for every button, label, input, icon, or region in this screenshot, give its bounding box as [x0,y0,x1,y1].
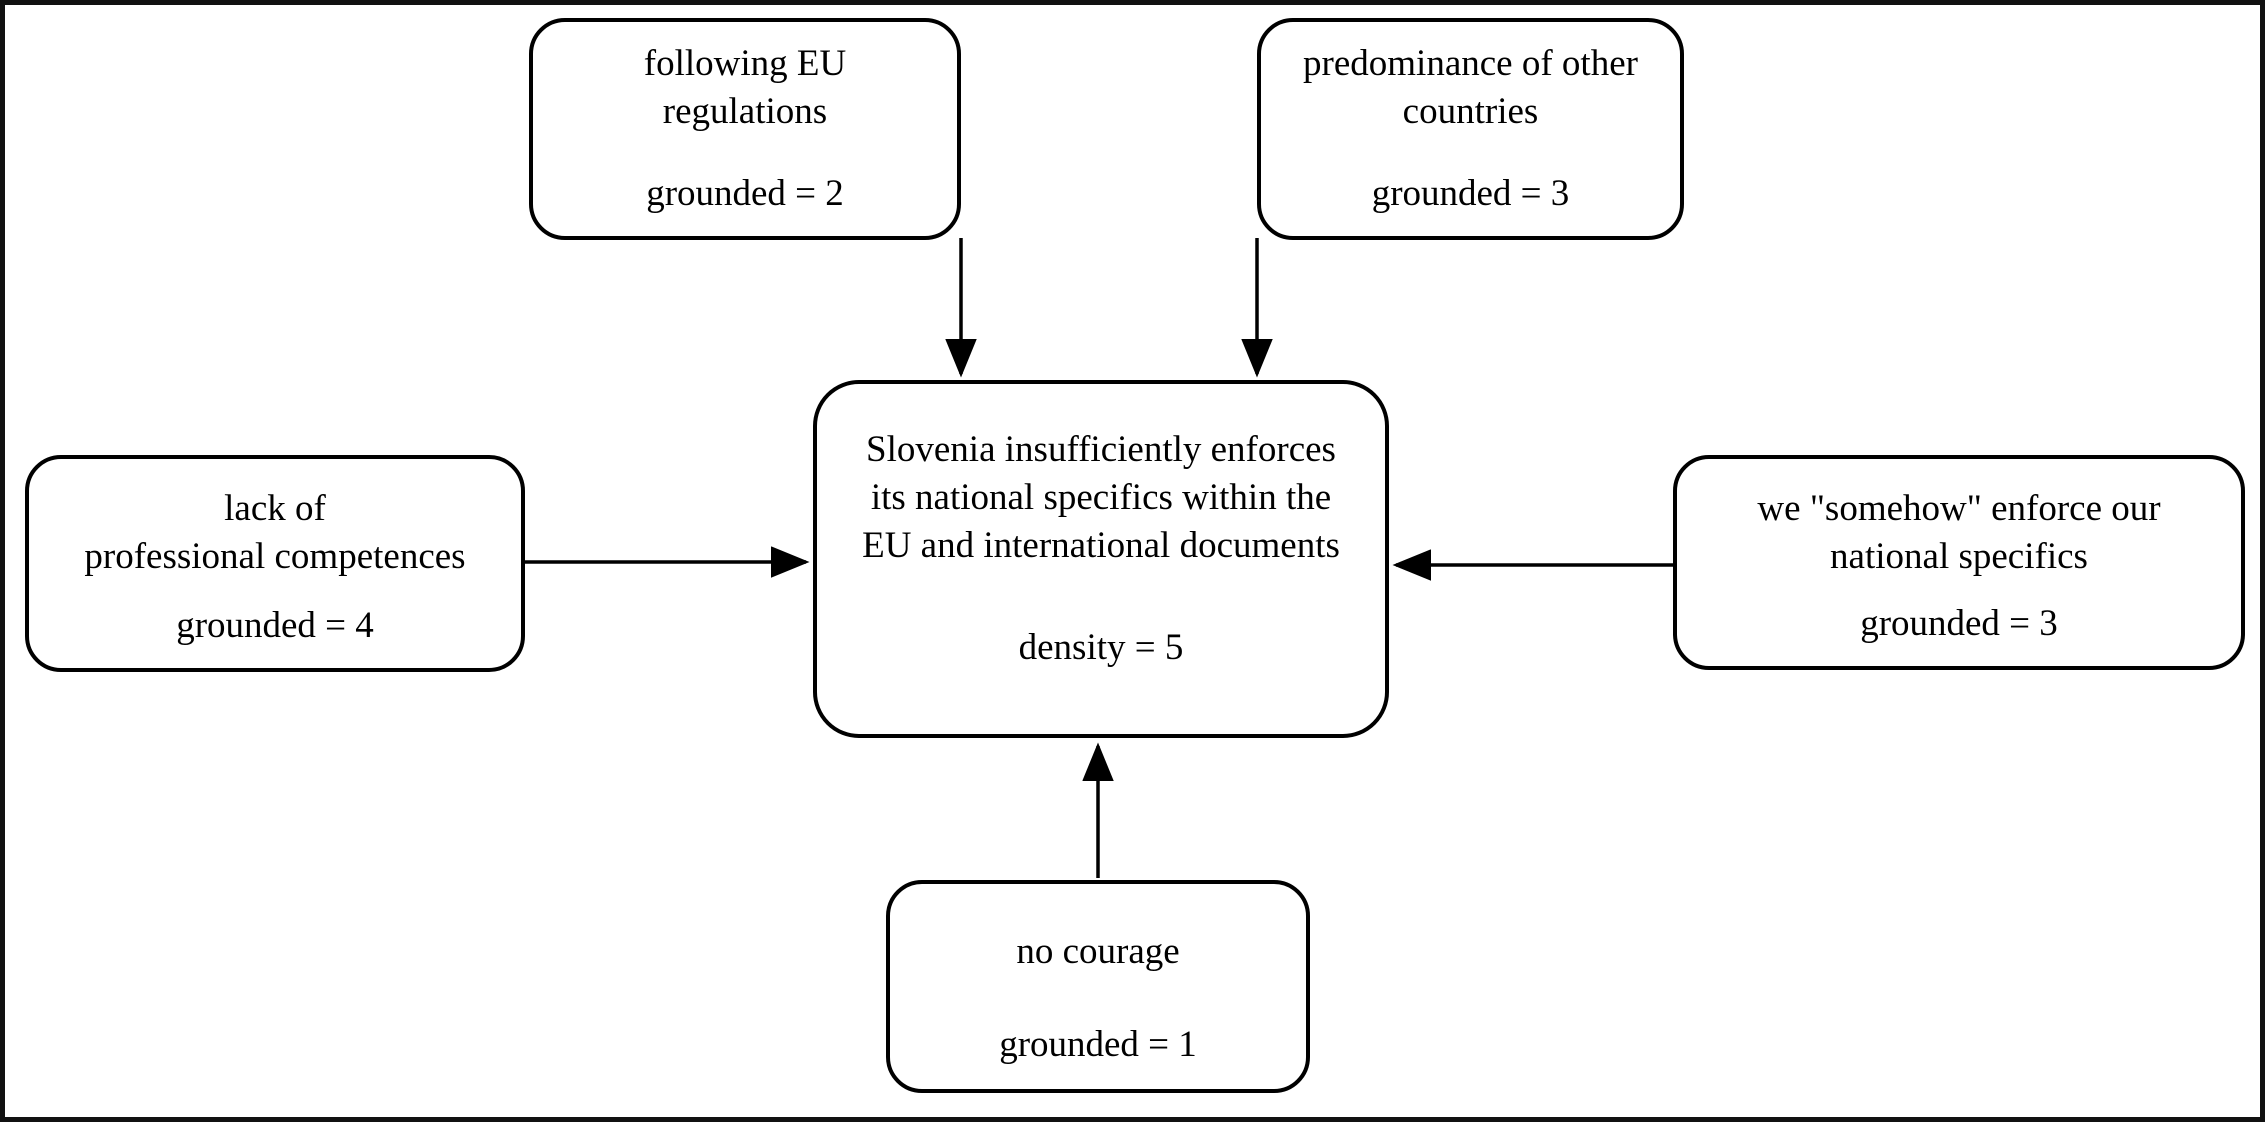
node-we-somehow-enforce-national-specifics: we "somehow" enforce our national specif… [1673,455,2245,670]
node-following-eu-regulations: following EU regulations grounded = 2 [529,18,961,240]
node-predominance-of-other-countries: predominance of other countries grounded… [1257,18,1684,240]
node-label: we "somehow" enforce our national specif… [1757,488,2161,578]
node-grounded-value: grounded = 1 [999,1023,1197,1065]
node-no-courage: no courage grounded = 1 [886,880,1310,1093]
node-grounded-value: grounded = 3 [1371,172,1570,214]
node-label: Slovenia insufficiently enforces its nat… [862,429,1340,567]
node-grounded-value: grounded = 2 [646,172,844,214]
node-grounded-value: grounded = 3 [1860,602,2058,644]
node-central-statement: Slovenia insufficiently enforces its nat… [813,380,1389,738]
node-lack-of-professional-competences: lack of professional competences grounde… [25,455,525,672]
node-label: no courage [1016,931,1180,972]
node-label: following EU regulations [643,43,847,133]
node-label: lack of professional competences [84,488,466,578]
node-label: predominance of other countries [1303,43,1638,133]
node-grounded-value: grounded = 4 [176,604,374,646]
node-density-value: density = 5 [1018,626,1184,668]
